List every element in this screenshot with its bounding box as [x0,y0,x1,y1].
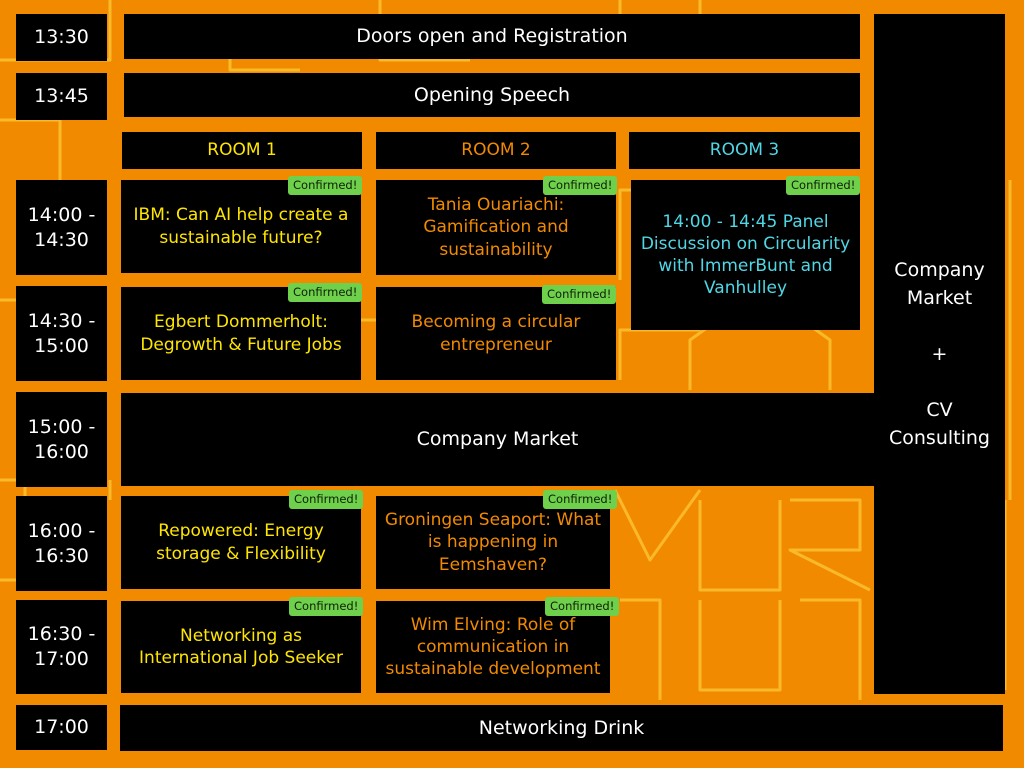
room-3-header: ROOM 3 [629,132,860,169]
time-slot-1600: 16:00 - 16:30 [16,496,107,591]
confirmed-badge: Confirmed! [289,490,364,509]
confirmed-badge: Confirmed! [542,285,617,304]
time-slot-1700: 17:00 [16,705,107,750]
time-slot-1345: 13:45 [16,73,107,120]
session-title: Becoming a circular entrepreneur [411,312,581,355]
session-room1-1600[interactable]: Repowered: Energy storage & Flexibility [121,496,361,589]
session-room1-1630[interactable]: Networking as International Job Seeker [121,601,361,693]
confirmed-badge: Confirmed! [545,597,620,616]
session-title: Networking as International Job Seeker [139,625,343,668]
session-title: Tania Ouariachi: Gamification and sustai… [423,195,569,260]
company-market-bar: Company Market [121,393,874,486]
session-room2-1400[interactable]: Tania Ouariachi: Gamification and sustai… [376,180,616,275]
confirmed-badge: Confirmed! [543,176,618,195]
doors-open-bar: Doors open and Registration [124,14,860,59]
time-slot-1430: 14:30 - 15:00 [16,286,107,381]
session-title: 14:00 - 14:45 Panel Discussion on Circul… [640,211,851,299]
room-2-header: ROOM 2 [376,132,616,169]
session-title: IBM: Can AI help create a sustainable fu… [133,205,349,248]
session-title: Groningen Seaport: What is happening in … [384,510,602,575]
confirmed-badge: Confirmed! [786,176,861,195]
session-room2-1600[interactable]: Groningen Seaport: What is happening in … [376,496,610,589]
room-1-header: ROOM 1 [122,132,362,169]
confirmed-badge: Confirmed! [288,176,363,195]
session-room2-1630[interactable]: Wim Elving: Role of communication in sus… [376,601,610,693]
confirmed-badge: Confirmed! [288,283,363,302]
time-slot-1630: 16:30 - 17:00 [16,600,107,694]
company-market-cv-consulting-column: Company Market + CV Consulting [874,14,1005,694]
opening-speech-bar: Opening Speech [124,73,860,117]
networking-drink-bar: Networking Drink [120,705,1003,751]
time-slot-1330: 13:30 [16,14,107,61]
session-room3-1400[interactable]: 14:00 - 14:45 Panel Discussion on Circul… [631,180,860,330]
confirmed-badge: Confirmed! [289,597,364,616]
time-slot-1500: 15:00 - 16:00 [16,392,107,487]
session-room1-1430[interactable]: Egbert Dommerholt: Degrowth & Future Job… [121,287,361,380]
time-slot-1400: 14:00 - 14:30 [16,180,107,275]
session-title: Repowered: Energy storage & Flexibility [156,521,326,564]
session-title: Wim Elving: Role of communication in sus… [385,614,601,680]
session-room1-1400[interactable]: IBM: Can AI help create a sustainable fu… [121,180,361,273]
session-title: Egbert Dommerholt: Degrowth & Future Job… [140,312,342,355]
confirmed-badge: Confirmed! [543,490,618,509]
